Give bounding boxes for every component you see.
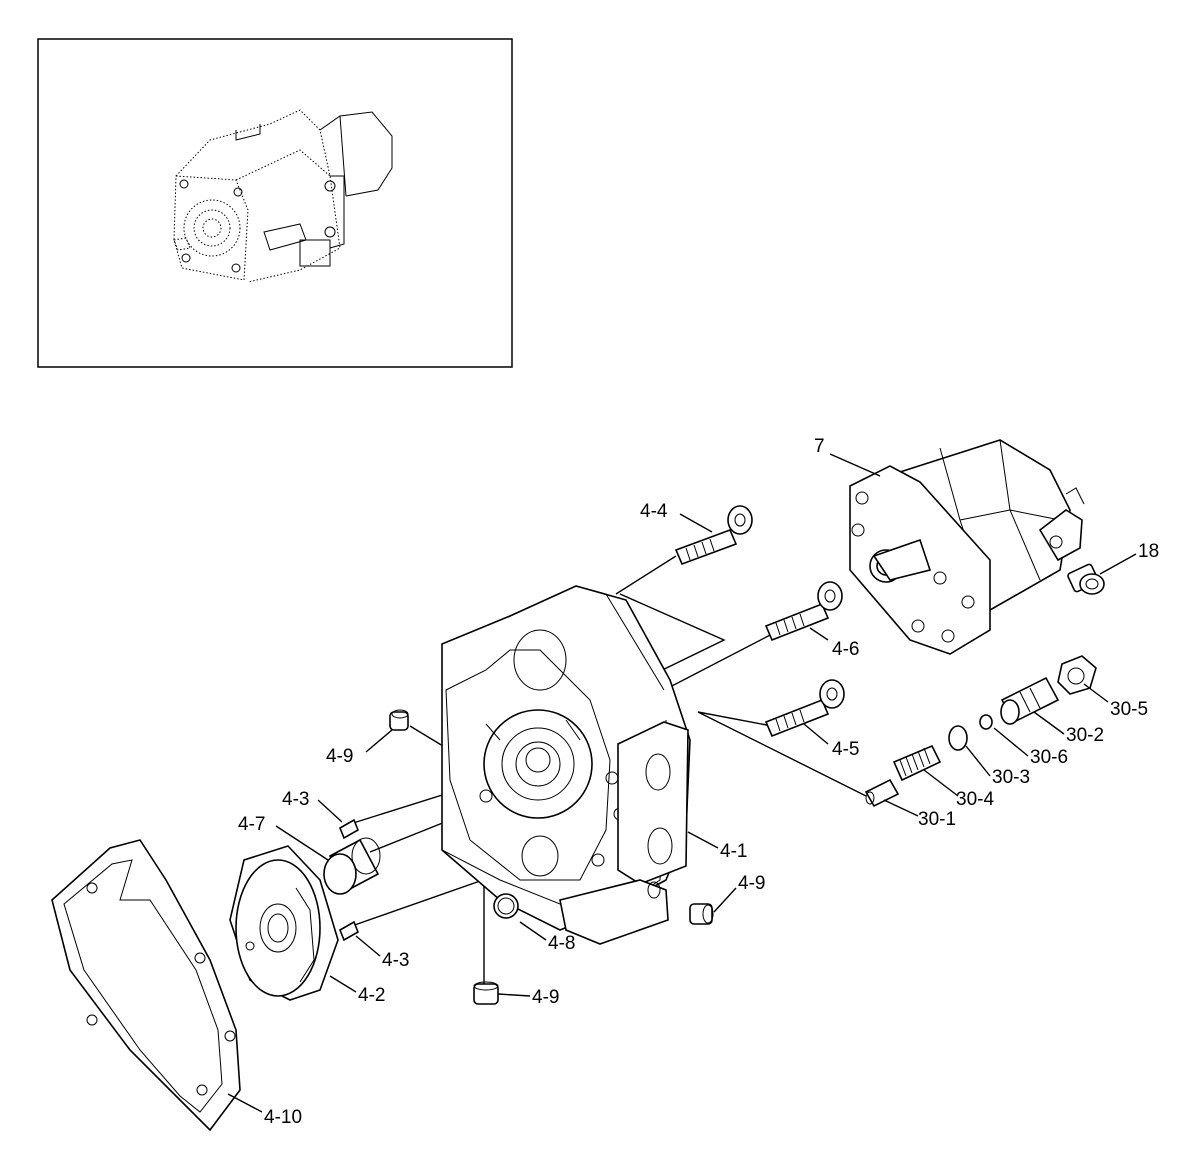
callout-4-9-upper: 4-9 (326, 746, 353, 767)
callout-30-5: 30-5 (1110, 699, 1148, 720)
callout-4-4: 4-4 (640, 501, 668, 522)
callout-leaders (227, 453, 1137, 1113)
callout-7: 7 (814, 436, 825, 457)
part-4-8-o-ring (493, 893, 519, 919)
callout-30-1: 30-1 (918, 809, 956, 830)
part-18-plug (1067, 563, 1105, 595)
part-30-1-poppet (864, 778, 900, 808)
assembled-pump-sketch (173, 109, 393, 283)
callout-4-5: 4-5 (832, 739, 859, 760)
part-4-6-bolt (764, 581, 843, 642)
callout-4-7: 4-7 (238, 814, 265, 835)
part-30-4-spring (892, 744, 942, 782)
callout-30-3: 30-3 (992, 767, 1030, 788)
part-4-2-port-plate (229, 845, 339, 1001)
callout-4-6: 4-6 (832, 639, 859, 660)
part-4-9-sleeve-right (689, 903, 714, 925)
callout-4-3-upper: 4-3 (282, 789, 309, 810)
callout-30-4: 30-4 (956, 789, 994, 810)
callout-18: 18 (1138, 541, 1159, 562)
part-30-2-valve-seat (1000, 676, 1060, 725)
callout-4-9-right: 4-9 (738, 873, 765, 894)
part-4-5-bolt (764, 679, 845, 738)
callout-30-6: 30-6 (1030, 747, 1068, 768)
housing-port-block-top (617, 721, 689, 885)
part-4-4-bolt (674, 505, 753, 566)
callout-labels: 7 18 4-4 4-6 4-5 30-5 30-2 30-6 30-3 30-… (238, 436, 1159, 1128)
housing-port-block-bottom (559, 879, 669, 945)
part-4-9-sleeve-bottom (473, 981, 499, 1005)
callout-4-1: 4-1 (720, 841, 747, 862)
callout-4-3-lower: 4-3 (382, 950, 409, 971)
callout-4-9-bottom: 4-9 (532, 987, 559, 1008)
part-4-7-bushing (323, 837, 381, 895)
callout-4-2: 4-2 (358, 985, 385, 1006)
part-4-3-pin-upper (338, 818, 360, 840)
overview-inset (37, 38, 513, 368)
part-7-gear-pump (849, 439, 1085, 655)
callout-4-8: 4-8 (548, 933, 575, 954)
part-4-3-pin-lower (338, 920, 360, 942)
callout-30-2: 30-2 (1066, 725, 1104, 746)
part-4-10-gasket (51, 839, 241, 1132)
part-4-9-sleeve-upper (389, 709, 409, 731)
part-30-6-washer (979, 714, 993, 730)
callout-4-10: 4-10 (264, 1107, 302, 1128)
part-30-3-o-ring (948, 725, 968, 751)
